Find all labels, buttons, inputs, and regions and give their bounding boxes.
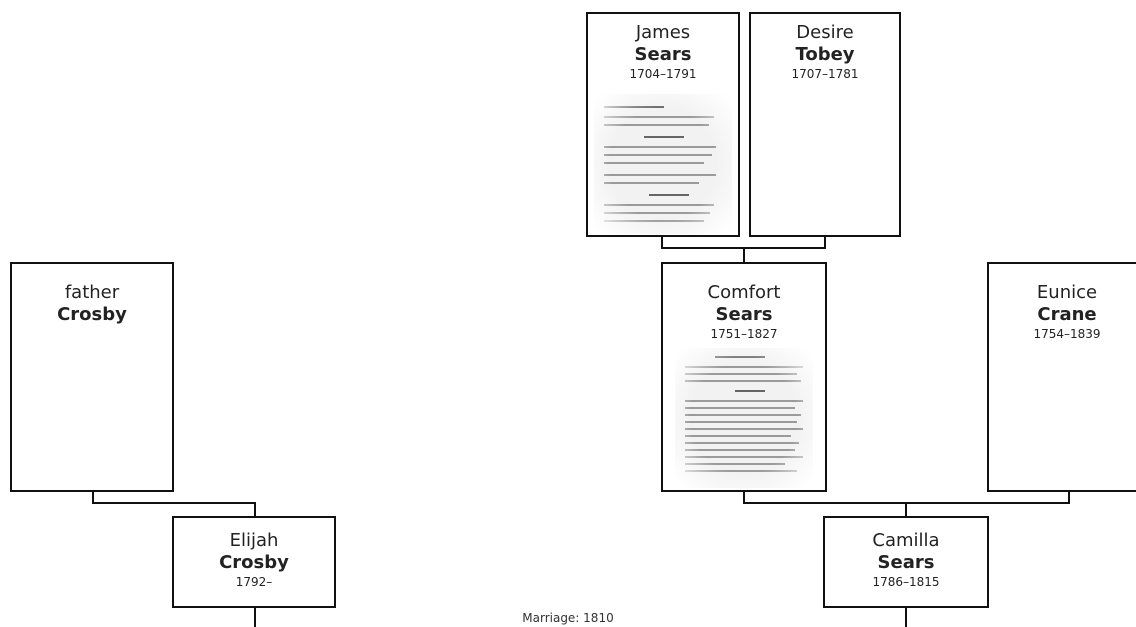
- marriage-label: Marriage: 1810: [522, 611, 614, 625]
- given-name: Camilla: [872, 530, 940, 551]
- person-card-desire-tobey[interactable]: Desire Tobey 1707–1781: [749, 12, 901, 237]
- connector-line: [254, 608, 256, 627]
- life-dates: 1751–1827: [710, 327, 778, 341]
- given-name: Desire: [796, 22, 854, 43]
- life-dates: 1786–1815: [872, 575, 940, 589]
- life-dates: 1792–: [235, 575, 273, 589]
- connector-line: [824, 237, 826, 249]
- given-name: James: [635, 22, 691, 43]
- person-card-comfort-sears[interactable]: Comfort Sears 1751–1827: [661, 262, 827, 492]
- connector-line: [254, 502, 256, 516]
- person-card-camilla-sears[interactable]: Camilla Sears 1786–1815: [823, 516, 989, 608]
- given-name: Elijah: [229, 530, 279, 551]
- connector-line: [661, 237, 663, 249]
- life-dates: 1704–1791: [629, 67, 697, 81]
- connector-line: [743, 492, 745, 504]
- surname: Sears: [634, 44, 692, 65]
- connector-line: [92, 502, 256, 504]
- document-scan-image[interactable]: [675, 348, 813, 488]
- person-card-eunice-crane[interactable]: Eunice Crane 1754–1839: [987, 262, 1136, 492]
- surname: Sears: [877, 552, 935, 573]
- connector-line: [905, 608, 907, 627]
- connector-line: [905, 502, 907, 516]
- surname: Crosby: [219, 552, 289, 573]
- surname: Tobey: [795, 44, 855, 65]
- connector-line: [92, 492, 94, 504]
- document-scan-image[interactable]: [594, 94, 732, 234]
- given-name: Eunice: [1036, 282, 1098, 303]
- person-card-elijah-crosby[interactable]: Elijah Crosby 1792–: [172, 516, 336, 608]
- surname: Crosby: [57, 304, 127, 325]
- person-card-father-crosby[interactable]: father Crosby: [10, 262, 174, 492]
- connector-line: [1068, 492, 1070, 504]
- person-card-james-sears[interactable]: James Sears 1704–1791: [586, 12, 740, 237]
- surname: Sears: [715, 304, 773, 325]
- life-dates: 1707–1781: [791, 67, 859, 81]
- surname: Crane: [1037, 304, 1097, 325]
- given-name: Comfort: [707, 282, 781, 303]
- given-name: father: [64, 282, 120, 303]
- life-dates: 1754–1839: [1033, 327, 1101, 341]
- connector-line: [743, 247, 745, 262]
